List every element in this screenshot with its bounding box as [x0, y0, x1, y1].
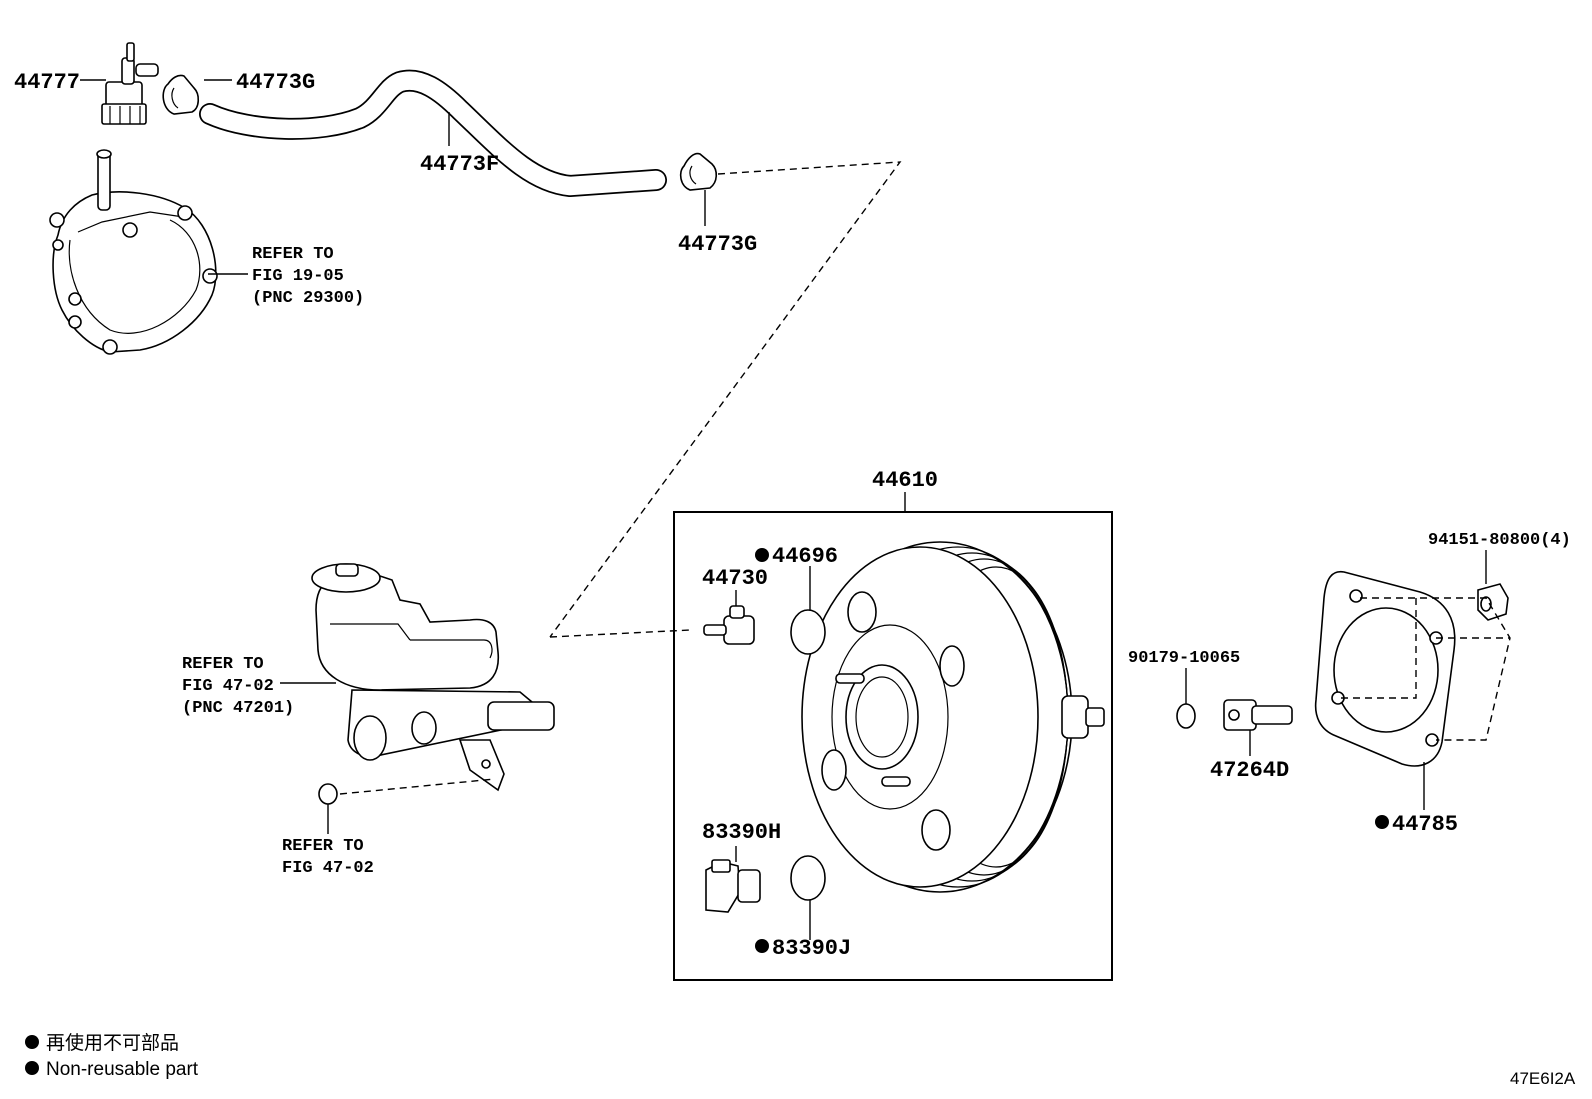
- legend-japanese: 再使用不可部品: [46, 1032, 179, 1054]
- label-44730: 44730: [702, 566, 768, 591]
- gasket-44785-drawing: [1314, 570, 1456, 767]
- booster-assembly-box: [673, 511, 1113, 981]
- ref-vacuum-pump-line2: FIG 19-05: [252, 267, 344, 286]
- ref-master-cylinder-line1: REFER TO: [182, 655, 264, 674]
- hose-clamp-right-drawing: [679, 152, 718, 191]
- non-reusable-marker: [1375, 815, 1389, 829]
- nut-94151-drawing: [1477, 583, 1509, 621]
- hose-clamp-top-drawing: [162, 74, 200, 115]
- ref-vacuum-pump-line3: (PNC 29300): [252, 289, 364, 308]
- legend: 再使用不可部品 Non-reusable part: [25, 1032, 199, 1080]
- ref-vacuum-pump-line1: REFER TO: [252, 245, 334, 264]
- grommet-drawing: [318, 783, 338, 805]
- clip-90179-drawing: [1176, 703, 1196, 729]
- label-44773g-top: 44773G: [236, 70, 315, 95]
- ref-grommet-line1: REFER TO: [282, 837, 364, 856]
- clevis-47264d-drawing: [1223, 699, 1293, 731]
- label-83390j: 83390J: [772, 936, 851, 961]
- legend-bullet-japanese: [25, 1035, 39, 1049]
- label-44696: 44696: [772, 544, 838, 569]
- check-valve-44730-drawing: [703, 605, 755, 645]
- ref-master-cylinder-line3: (PNC 47201): [182, 699, 294, 718]
- brake-booster-drawing: [801, 541, 1105, 893]
- label-44785: 44785: [1392, 812, 1458, 837]
- leader-lines: [80, 79, 1487, 940]
- ref-master-cylinder-line2: FIG 47-02: [182, 677, 274, 696]
- legend-bullet-english: [25, 1061, 39, 1075]
- legend-english: Non-reusable part: [46, 1059, 199, 1080]
- ref-grommet-line2: FIG 47-02: [282, 859, 374, 878]
- pressure-sensor-83390h-drawing: [705, 859, 761, 913]
- label-90179-10065: 90179-10065: [1128, 649, 1240, 668]
- label-44610: 44610: [872, 468, 938, 493]
- label-47264d: 47264D: [1210, 758, 1289, 783]
- vacuum-hose-drawing: [199, 69, 667, 197]
- label-83390h: 83390H: [702, 820, 781, 845]
- grommet-44696-drawing: [790, 609, 826, 655]
- non-reusable-marker: [755, 939, 769, 953]
- dashed-reference-lines: [339, 161, 1511, 795]
- label-44773f: 44773F: [420, 152, 499, 177]
- grommet-83390j-drawing: [790, 855, 826, 901]
- vacuum-pump-drawing: [49, 149, 218, 355]
- label-94151-80800: 94151-80800(4): [1428, 531, 1571, 550]
- label-44773g-right: 44773G: [678, 232, 757, 257]
- figure-code: 47E6I2A: [1510, 1069, 1576, 1088]
- non-reusable-marker: [755, 548, 769, 562]
- master-cylinder-drawing: [311, 563, 555, 792]
- check-valve-44777-drawing: [101, 42, 159, 125]
- label-44777: 44777: [14, 70, 80, 95]
